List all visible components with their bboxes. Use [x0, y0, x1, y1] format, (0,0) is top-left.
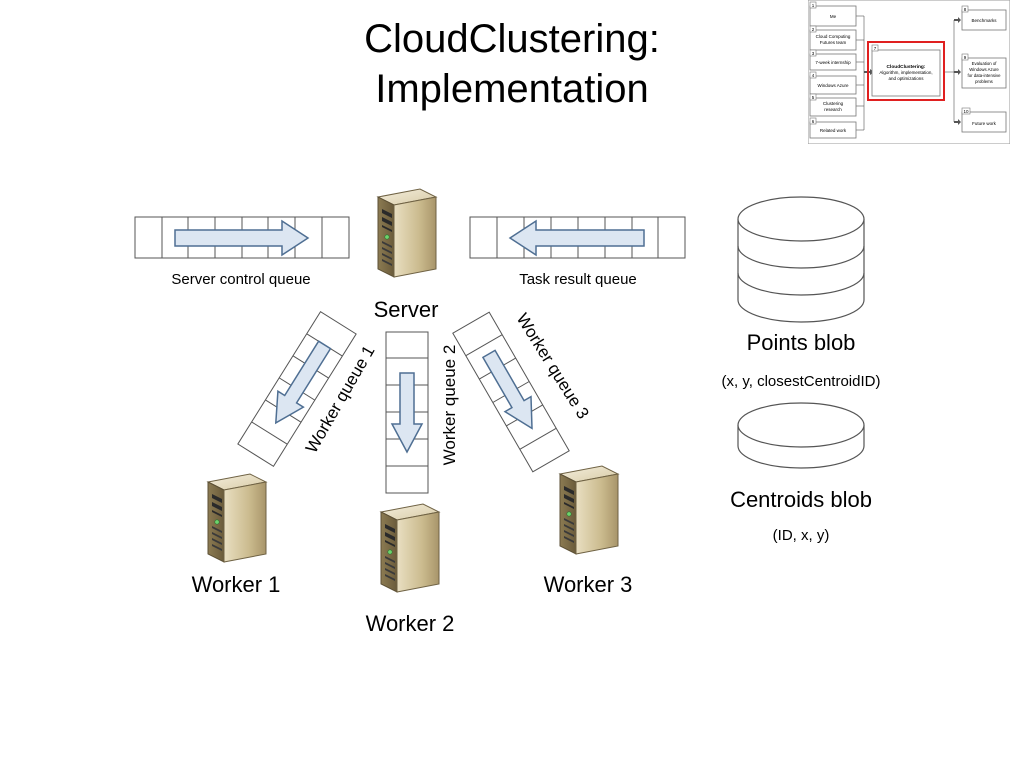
- thumb-box-9-label-1: Evaluation of: [972, 61, 998, 66]
- thumb-box-9-label-2: Windows Azure: [969, 67, 999, 72]
- thumb-box-10: 10 Future work: [961, 107, 1007, 133]
- worker-3-label: Worker 3: [544, 572, 633, 597]
- task-result-queue: [469, 216, 686, 259]
- server-icon: [377, 188, 437, 278]
- thumb-box-10-label: Future work: [972, 121, 997, 126]
- worker-3-icon: [559, 465, 619, 555]
- thumb-box-3-label: 7-week internship: [815, 60, 851, 65]
- thumb-box-4: 4 Windows Azure: [809, 71, 857, 95]
- thumb-box-7-label-2: Algorithm, implementation,: [879, 70, 932, 75]
- points-blob-cylinder: [737, 196, 865, 323]
- server-control-queue: [134, 216, 350, 259]
- slide-title-line2: Implementation: [375, 67, 649, 111]
- worker-1-label: Worker 1: [192, 572, 281, 597]
- worker-queue-2-label: Worker queue 2: [440, 345, 459, 466]
- thumb-box-6-num: 6: [812, 119, 815, 124]
- thumb-box-3-num: 3: [812, 51, 815, 56]
- thumb-box-6-label: Related work: [820, 128, 847, 133]
- thumb-box-4-label: Windows Azure: [817, 83, 849, 88]
- right-arrow-icon: [174, 219, 310, 257]
- thumb-box-2-label-2: Futures team: [820, 40, 847, 45]
- thumb-box-2-label-1: Cloud Computing: [816, 34, 851, 39]
- thumb-box-9-label-4: problems: [975, 79, 993, 84]
- down-arrow-icon: [274, 340, 332, 425]
- outline-thumbnail: 1 Me 2 Cloud Computing Futures team 3 7-…: [808, 0, 1010, 144]
- thumb-box-5: 5 Clustering research: [809, 93, 857, 117]
- thumb-box-4-num: 4: [812, 73, 815, 78]
- worker-queue-3: [452, 311, 570, 473]
- down-arrow-icon: [481, 349, 533, 430]
- centroids-blob-schema: (ID, x, y): [773, 527, 830, 544]
- thumb-box-5-num: 5: [812, 95, 815, 100]
- thumb-box-2-num: 2: [812, 27, 815, 32]
- thumb-box-7-num: 7: [874, 46, 877, 51]
- worker-queue-2: [385, 331, 429, 494]
- thumb-box-5-label-1: Clustering: [823, 101, 844, 106]
- thumb-box-9: 9 Evaluation of Windows Azure for data-i…: [961, 53, 1007, 89]
- worker-2-icon: [380, 503, 440, 593]
- thumb-box-8: 8 Benchmarks: [961, 5, 1007, 31]
- task-result-queue-label: Task result queue: [519, 271, 637, 288]
- left-arrow-icon: [508, 219, 645, 257]
- thumb-box-9-label-3: for data-intensive: [968, 73, 1002, 78]
- thumb-box-9-num: 9: [964, 55, 967, 60]
- thumb-box-7-highlighted: 7 CloudClustering: Algorithm, implementa…: [867, 41, 945, 101]
- points-blob-schema: (x, y, closestCentroidID): [722, 373, 881, 390]
- thumb-box-7-label-3: and optimizations: [888, 76, 924, 81]
- thumb-box-10-num: 10: [963, 109, 969, 114]
- thumb-box-1: 1 Me: [809, 1, 857, 27]
- slide-title: CloudClustering: Implementation: [262, 14, 762, 114]
- server-label: Server: [374, 297, 439, 322]
- centroids-blob-cylinder: [737, 402, 865, 469]
- thumb-box-1-label: Me: [830, 14, 837, 19]
- worker-2-label: Worker 2: [366, 611, 455, 636]
- thumb-box-8-num: 8: [964, 7, 967, 12]
- points-blob-title: Points blob: [747, 330, 856, 355]
- down-arrow-icon: [390, 372, 424, 454]
- worker-1-icon: [207, 473, 267, 563]
- server-control-queue-label: Server control queue: [171, 271, 310, 288]
- thumb-box-1-num: 1: [812, 3, 815, 8]
- slide-title-line1: CloudClustering:: [364, 17, 660, 61]
- thumb-box-7-label-1: CloudClustering:: [887, 64, 926, 70]
- worker-queue-1: [237, 311, 357, 467]
- thumb-box-5-label-2: research: [824, 107, 842, 112]
- thumb-box-2: 2 Cloud Computing Futures team: [809, 25, 857, 51]
- thumb-box-8-label: Benchmarks: [971, 18, 997, 23]
- thumb-box-6: 6 Related work: [809, 117, 857, 139]
- thumb-box-3: 3 7-week internship: [809, 49, 857, 71]
- centroids-blob-title: Centroids blob: [730, 487, 872, 512]
